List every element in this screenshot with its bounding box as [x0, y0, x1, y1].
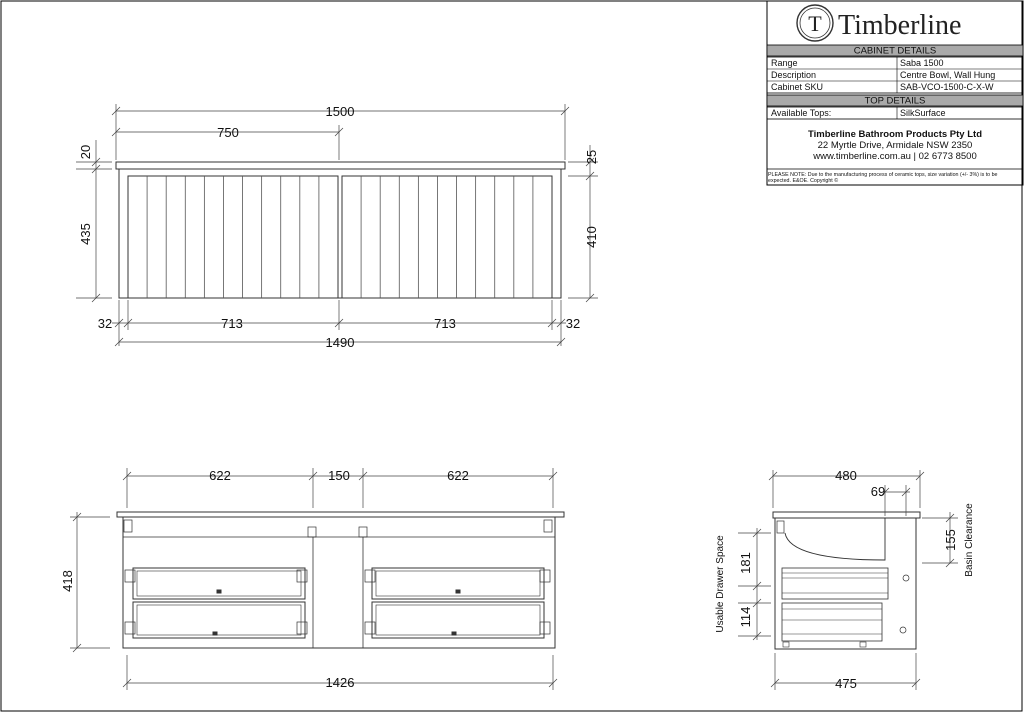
dim-basin-clearance: 155 [943, 529, 958, 551]
internal-dimension-labels: 622 150 622 418 1426 [60, 468, 469, 690]
basin-outline [784, 518, 886, 561]
dim-half-width: 750 [217, 125, 239, 140]
dim-door-right: 713 [434, 316, 456, 331]
dim-drawer-left: 622 [209, 468, 231, 483]
logo-letter: T [808, 11, 822, 36]
range-value: Saba 1500 [900, 58, 944, 68]
right-door [341, 175, 553, 299]
available-tops-value: SilkSurface [900, 108, 946, 118]
description-value: Centre Bowl, Wall Hung [900, 70, 995, 80]
right-upper-drawer [371, 567, 545, 600]
dim-door-left: 713 [221, 316, 243, 331]
company-address: 22 Myrtle Drive, Armidale NSW 2350 [818, 140, 973, 151]
dim-side-right: 32 [566, 316, 580, 331]
left-lower-drawer [132, 601, 306, 639]
side-view [772, 511, 921, 650]
internal-dimensions [70, 468, 558, 690]
available-tops-label: Available Tops: [771, 108, 831, 118]
dim-base-depth: 475 [835, 676, 857, 691]
dim-internal-height: 418 [60, 570, 75, 592]
dim-offset: 69 [871, 484, 885, 499]
side-dimension-labels: 480 69 155 Basin Clearance 181 114 Usabl… [715, 468, 975, 691]
company-contact: www.timberline.com.au | 02 6773 8500 [812, 151, 977, 162]
dim-internal-width: 1426 [326, 675, 355, 690]
dim-overall-width: 1500 [326, 104, 355, 119]
side-upper-drawer [781, 567, 889, 600]
dim-total-height: 435 [78, 223, 93, 245]
basin-clearance-label: Basin Clearance [964, 503, 975, 577]
front-dimensions [76, 104, 598, 347]
dim-top-overhang: 25 [584, 150, 599, 164]
left-door [127, 175, 339, 299]
description-label: Description [771, 70, 816, 80]
front-top-slab [115, 161, 566, 170]
title-block: T Timberline CABINET DETAILS Range Saba … [766, 0, 1024, 186]
top-details-header: TOP DETAILS [865, 96, 926, 107]
internal-front-view [116, 511, 565, 649]
front-dimension-labels: 1500 750 20 435 25 410 32 713 713 32 149… [78, 104, 599, 350]
disclaimer-line-1: PLEASE NOTE: Due to the manufacturing pr… [768, 172, 998, 178]
company-name: Timberline Bathroom Products Pty Ltd [808, 129, 982, 140]
dim-drawer-top: 181 [738, 552, 753, 574]
brand-name: Timberline [838, 10, 961, 41]
internal-carcass [122, 516, 556, 649]
front-cabinet-body [118, 168, 562, 299]
side-top [772, 511, 921, 519]
sku-label: Cabinet SKU [771, 82, 823, 92]
door-fluting [146, 176, 534, 298]
dim-cabinet-width: 1490 [326, 335, 355, 350]
right-lower-drawer [371, 601, 545, 639]
timberline-logo: T Timberline [796, 4, 961, 42]
dim-drawer-bottom: 114 [738, 607, 753, 628]
sku-value: SAB-VCO-1500-C-X-W [900, 82, 994, 92]
side-carcass [774, 517, 917, 650]
front-view [115, 161, 566, 299]
range-label: Range [771, 58, 798, 68]
dim-cabinet-height: 410 [584, 226, 599, 248]
dim-side-left: 32 [98, 316, 112, 331]
usable-drawer-label: Usable Drawer Space [715, 535, 726, 633]
dim-gap: 150 [328, 468, 350, 483]
dim-drawer-right: 622 [447, 468, 469, 483]
side-dimensions [738, 470, 958, 690]
internal-top [116, 511, 565, 518]
disclaimer-line-2: expected. E&OE. Copyright © [768, 177, 838, 184]
dim-top-thickness: 20 [78, 145, 93, 159]
dim-depth: 480 [835, 468, 857, 483]
side-lower-drawer [781, 602, 883, 642]
left-upper-drawer [132, 567, 306, 600]
cabinet-details-header: CABINET DETAILS [854, 46, 937, 57]
